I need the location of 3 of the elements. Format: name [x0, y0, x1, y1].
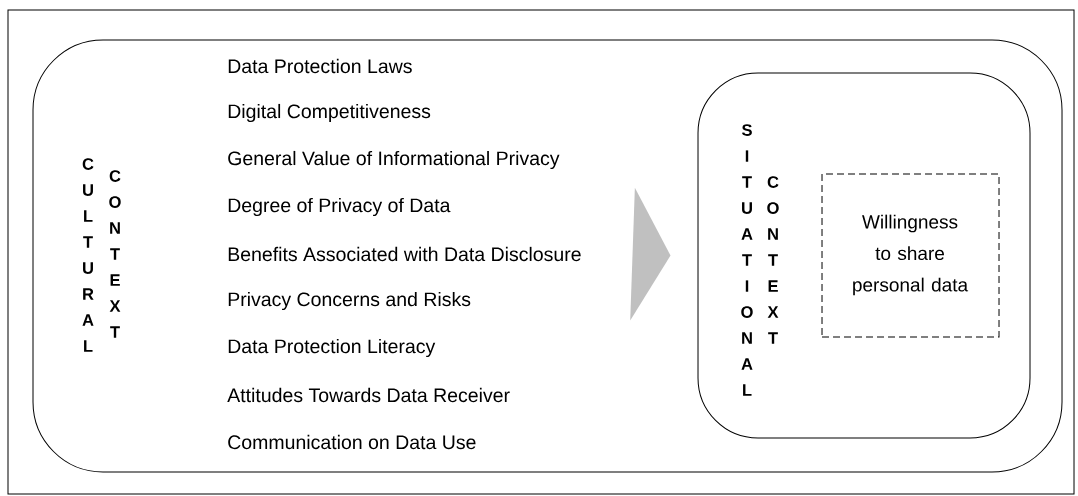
dashed-box: Willingness to share personal data — [821, 173, 1000, 338]
item-list: Data Protection Laws Digital Competitiveness General Value of Informational Privacy Degree of Privacy of Data Benefits Associated with Data Disclosure Privacy Concerns and Risks Data Protection Literacy Attitudes Towards Data Receiver Communication on Data Use — [227, 58, 581, 450]
chevron-arrow — [630, 187, 671, 321]
